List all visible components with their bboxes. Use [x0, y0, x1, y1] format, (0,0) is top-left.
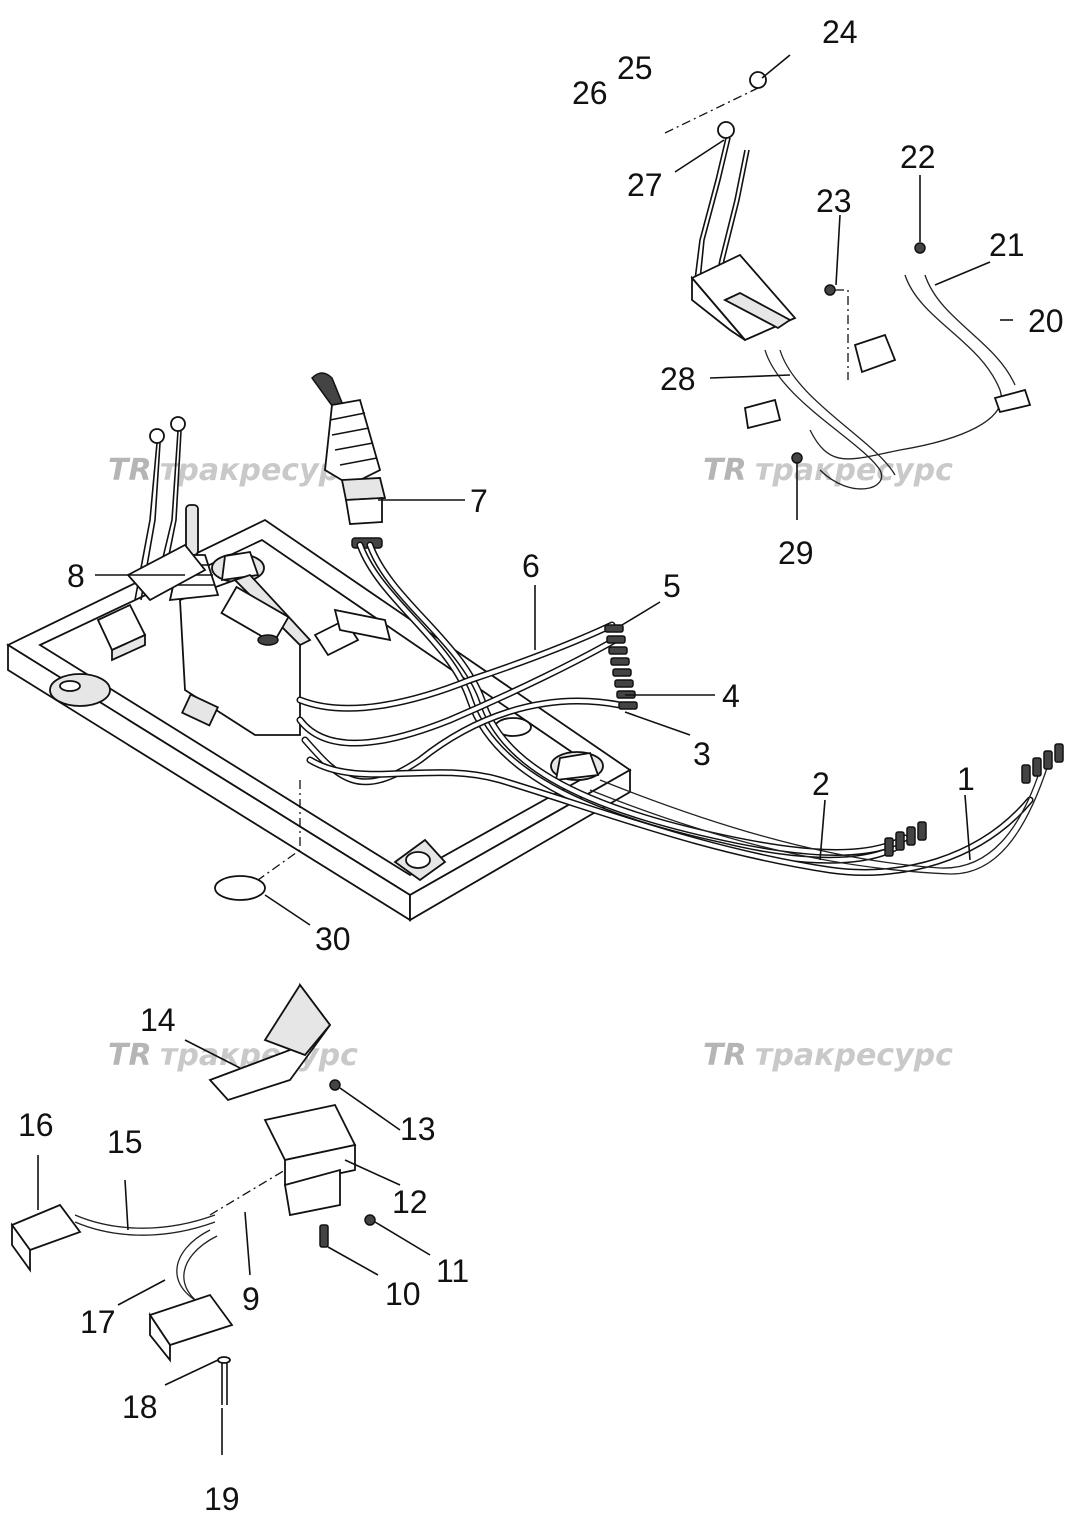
callout-6: 6 — [522, 548, 540, 584]
callout-26: 26 — [572, 75, 608, 111]
pedal-assembly-bottom — [10, 982, 376, 1405]
plug-30 — [214, 875, 266, 901]
callout-16: 16 — [18, 1107, 54, 1143]
hose-fittings — [604, 624, 638, 710]
mount-right — [550, 751, 604, 782]
callout-1: 1 — [957, 761, 975, 797]
joystick-right — [311, 372, 387, 549]
watermark-logo: TR — [703, 453, 747, 488]
end-fittings-2 — [884, 821, 927, 857]
pedal-assembly-top — [664, 71, 1032, 490]
callout-14: 14 — [140, 1002, 176, 1038]
callout-7: 7 — [470, 483, 488, 519]
control-frame-assembly — [6, 372, 1064, 922]
callout-19: 19 — [204, 1481, 240, 1517]
callout-23: 23 — [816, 183, 852, 219]
callout-5: 5 — [663, 568, 681, 604]
callout-22: 22 — [900, 139, 936, 175]
callout-8: 8 — [67, 558, 85, 594]
callout-20: 20 — [1028, 303, 1064, 339]
mount-left — [49, 673, 111, 707]
callout-13: 13 — [400, 1111, 436, 1147]
callout-25: 25 — [617, 50, 653, 86]
callout-30: 30 — [315, 921, 351, 957]
levers-left — [126, 416, 207, 602]
callout-17: 17 — [80, 1304, 116, 1340]
callout-3: 3 — [693, 736, 711, 772]
watermark-1: TR тракресурс — [108, 453, 358, 488]
watermark-2: TR тракресурс — [703, 453, 953, 488]
callout-10: 10 — [385, 1276, 421, 1312]
callout-9: 9 — [242, 1281, 260, 1317]
end-fittings-1 — [1021, 743, 1064, 784]
callout-18: 18 — [122, 1389, 158, 1425]
mount-bottom — [393, 838, 447, 882]
watermark-brand: тракресурс — [755, 1038, 953, 1073]
callout-27: 27 — [627, 167, 663, 203]
callout-28: 28 — [660, 361, 696, 397]
callout-29: 29 — [778, 535, 814, 571]
joystick-console — [179, 573, 312, 736]
watermark-logo: TR — [108, 453, 152, 488]
callout-labels: 1 2 3 4 5 6 7 8 9 10 11 12 13 14 15 16 1… — [18, 14, 1064, 1517]
watermark-3: TR тракресурс — [108, 1038, 358, 1073]
callout-12: 12 — [392, 1184, 428, 1220]
hose-bundle — [296, 541, 1064, 876]
bracket-left — [96, 603, 147, 662]
bracket-center — [333, 608, 392, 642]
callout-4: 4 — [722, 678, 740, 714]
leader-lines — [37, 54, 1013, 1455]
callout-15: 15 — [107, 1124, 143, 1160]
watermark-logo: TR — [108, 1038, 152, 1073]
callout-2: 2 — [812, 766, 830, 802]
callout-11: 11 — [436, 1253, 469, 1289]
callout-21: 21 — [989, 227, 1025, 263]
callout-24: 24 — [822, 14, 858, 50]
watermark-4: TR тракресурс — [703, 1038, 953, 1073]
watermark-logo: TR — [703, 1038, 747, 1073]
